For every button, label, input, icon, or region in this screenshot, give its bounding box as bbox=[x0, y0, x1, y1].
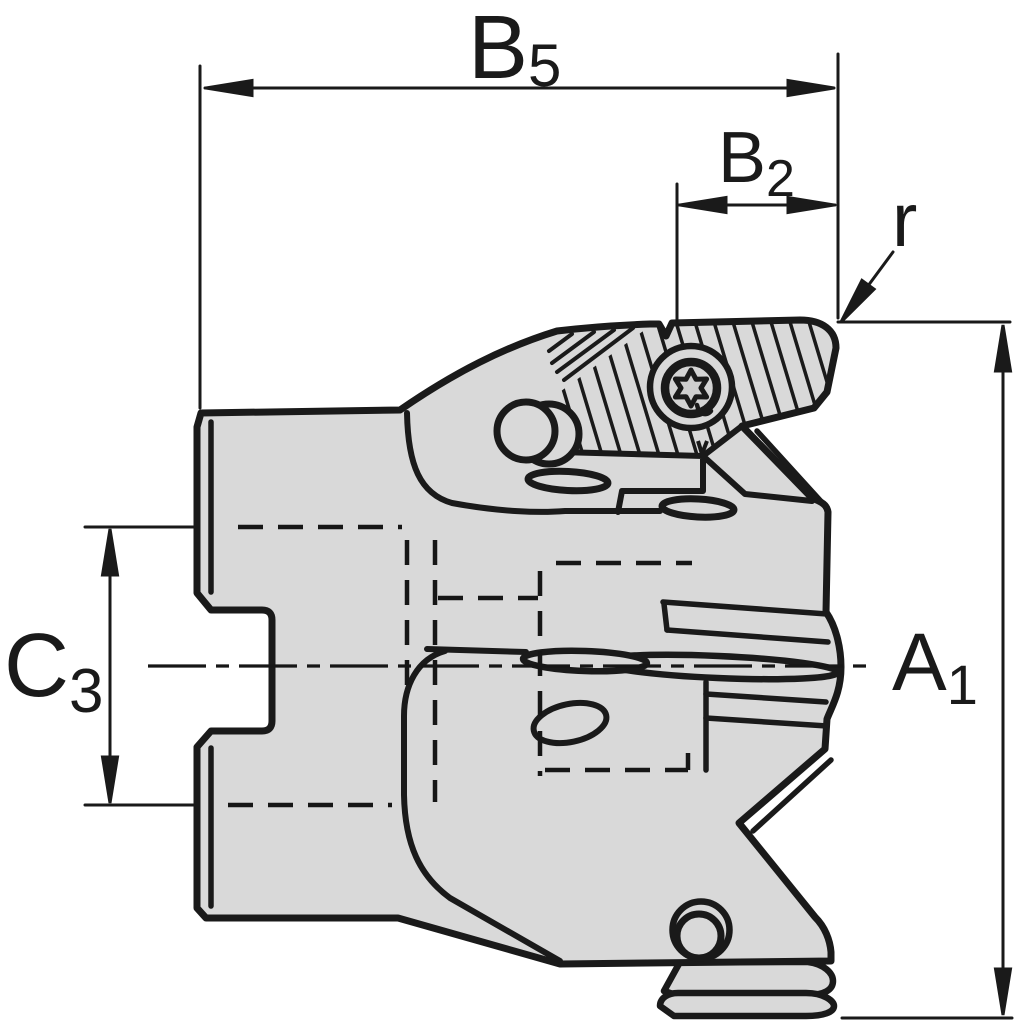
dimension-a1 bbox=[840, 323, 1014, 1020]
seat-notch-mark bbox=[696, 440, 709, 461]
slot-hole-right bbox=[658, 495, 738, 521]
dimensions bbox=[83, 52, 1014, 1020]
dimension-r-leader bbox=[833, 250, 1012, 328]
dimension-labels: B5 B2 r A1 C3 bbox=[4, 0, 978, 726]
counterbore-hole bbox=[493, 398, 583, 468]
label-r: r bbox=[892, 178, 917, 263]
torx-star-icon bbox=[672, 367, 710, 409]
pocket-contours bbox=[401, 405, 817, 964]
label-b5: B5 bbox=[468, 0, 561, 99]
dimension-c3 bbox=[83, 525, 198, 807]
hidden-lines bbox=[228, 524, 692, 808]
label-b2: B2 bbox=[718, 118, 795, 208]
label-a1: A1 bbox=[892, 617, 978, 716]
holes-and-screws bbox=[493, 342, 738, 962]
dimension-b5 bbox=[198, 52, 840, 410]
bottom-screw-hole bbox=[669, 898, 733, 962]
label-c3: C3 bbox=[4, 616, 103, 726]
torx-screw bbox=[646, 342, 736, 432]
clamp-serrations bbox=[547, 326, 635, 382]
slot-hole-upper bbox=[524, 467, 612, 495]
inner-edge-lines bbox=[208, 419, 834, 909]
dimension-b2 bbox=[675, 182, 837, 324]
bottom-shim-plates bbox=[656, 958, 838, 1020]
lower-insert-seat bbox=[660, 599, 831, 773]
slot-hole-lower bbox=[530, 699, 610, 747]
